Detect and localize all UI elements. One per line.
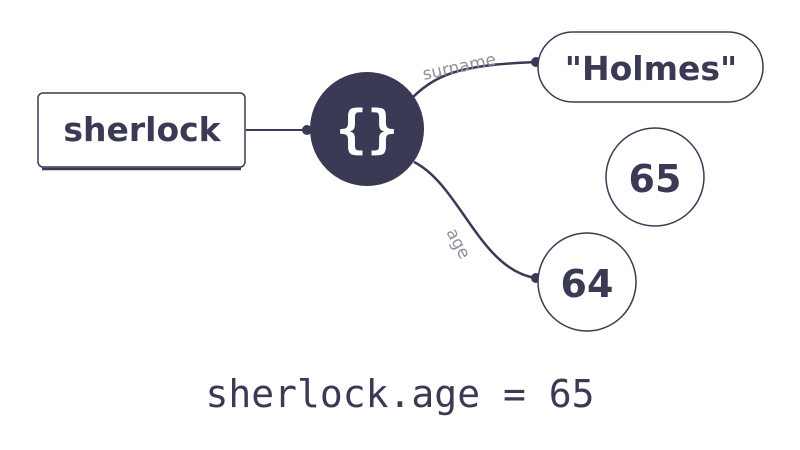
- code-statement: sherlock.age = 65: [205, 372, 595, 416]
- old-age-value-text: 64: [561, 262, 614, 306]
- age-edge-label: age: [442, 225, 475, 262]
- surname-edge: [411, 60, 537, 99]
- surname-edge-label: surname: [421, 50, 498, 85]
- old-age-value-node[interactable]: [537, 232, 637, 332]
- surname-value-text: "Holmes": [565, 49, 737, 88]
- age-edge: [413, 160, 537, 280]
- wire-endpoint-dot: [302, 125, 312, 135]
- curly-braces-icon: {}: [336, 100, 399, 160]
- variable-name: sherlock: [63, 110, 221, 149]
- new-age-value-text: 65: [629, 157, 682, 201]
- variable-box[interactable]: [37, 92, 246, 168]
- object-node[interactable]: [310, 72, 424, 186]
- new-age-value-node[interactable]: [605, 127, 705, 227]
- surname-value-node[interactable]: [537, 31, 764, 103]
